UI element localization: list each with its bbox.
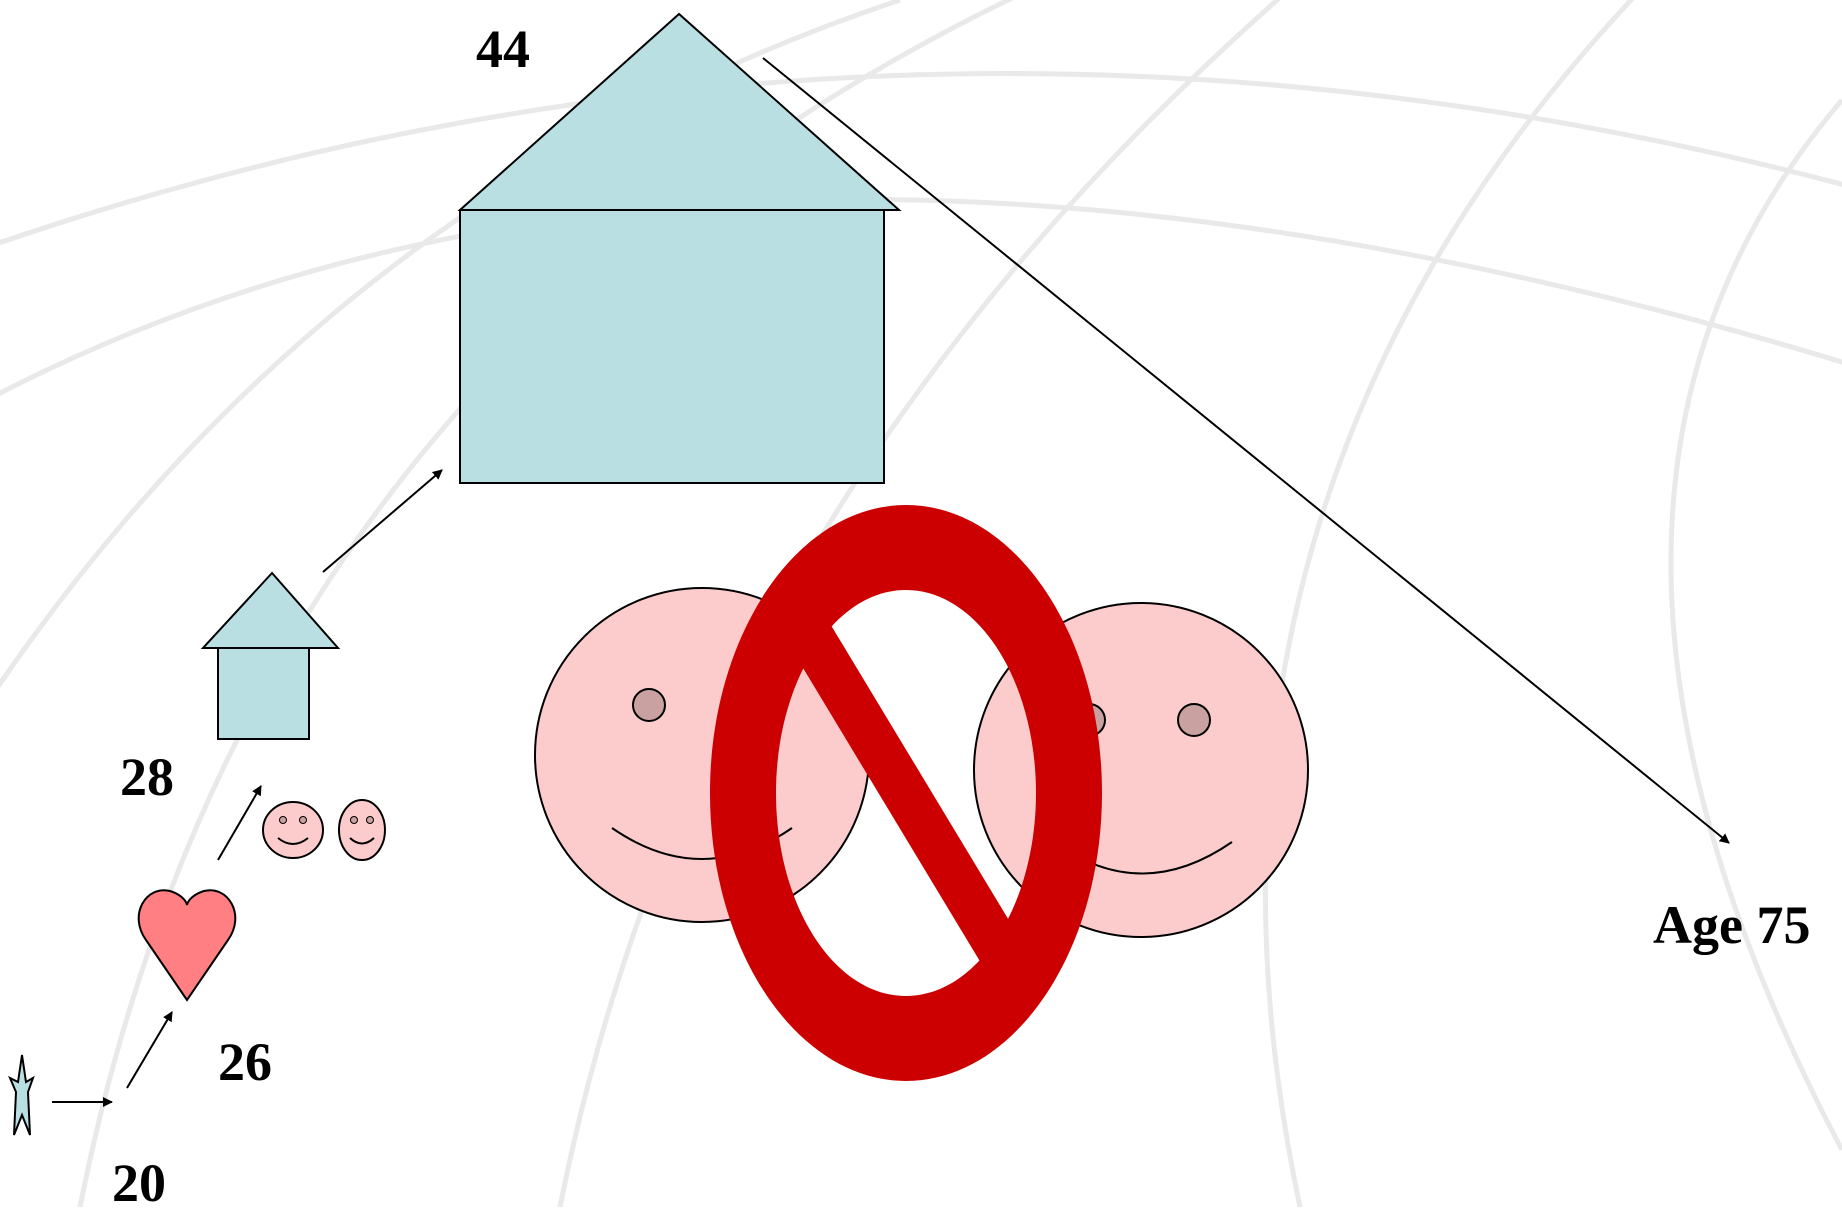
small-smiley-icon [338, 799, 386, 861]
arrow-to-44 [322, 469, 443, 573]
age-28-label: 28 [120, 747, 174, 807]
small-smiley-icon [262, 801, 324, 859]
heart-icon [137, 889, 237, 1002]
arrow-to-26 [126, 1011, 173, 1089]
arrow-to-28 [217, 785, 262, 861]
age-75-label: Age 75 [1653, 895, 1811, 955]
large-house-icon [457, 12, 902, 484]
arrow-to-75 [762, 57, 1730, 844]
age-26-label: 26 [218, 1032, 272, 1092]
prohibition-slash [790, 623, 1020, 962]
age-20-label: 20 [112, 1153, 166, 1213]
small-house-icon [200, 571, 341, 740]
star-icon [8, 1054, 35, 1136]
age-44-label: 44 [476, 19, 530, 79]
